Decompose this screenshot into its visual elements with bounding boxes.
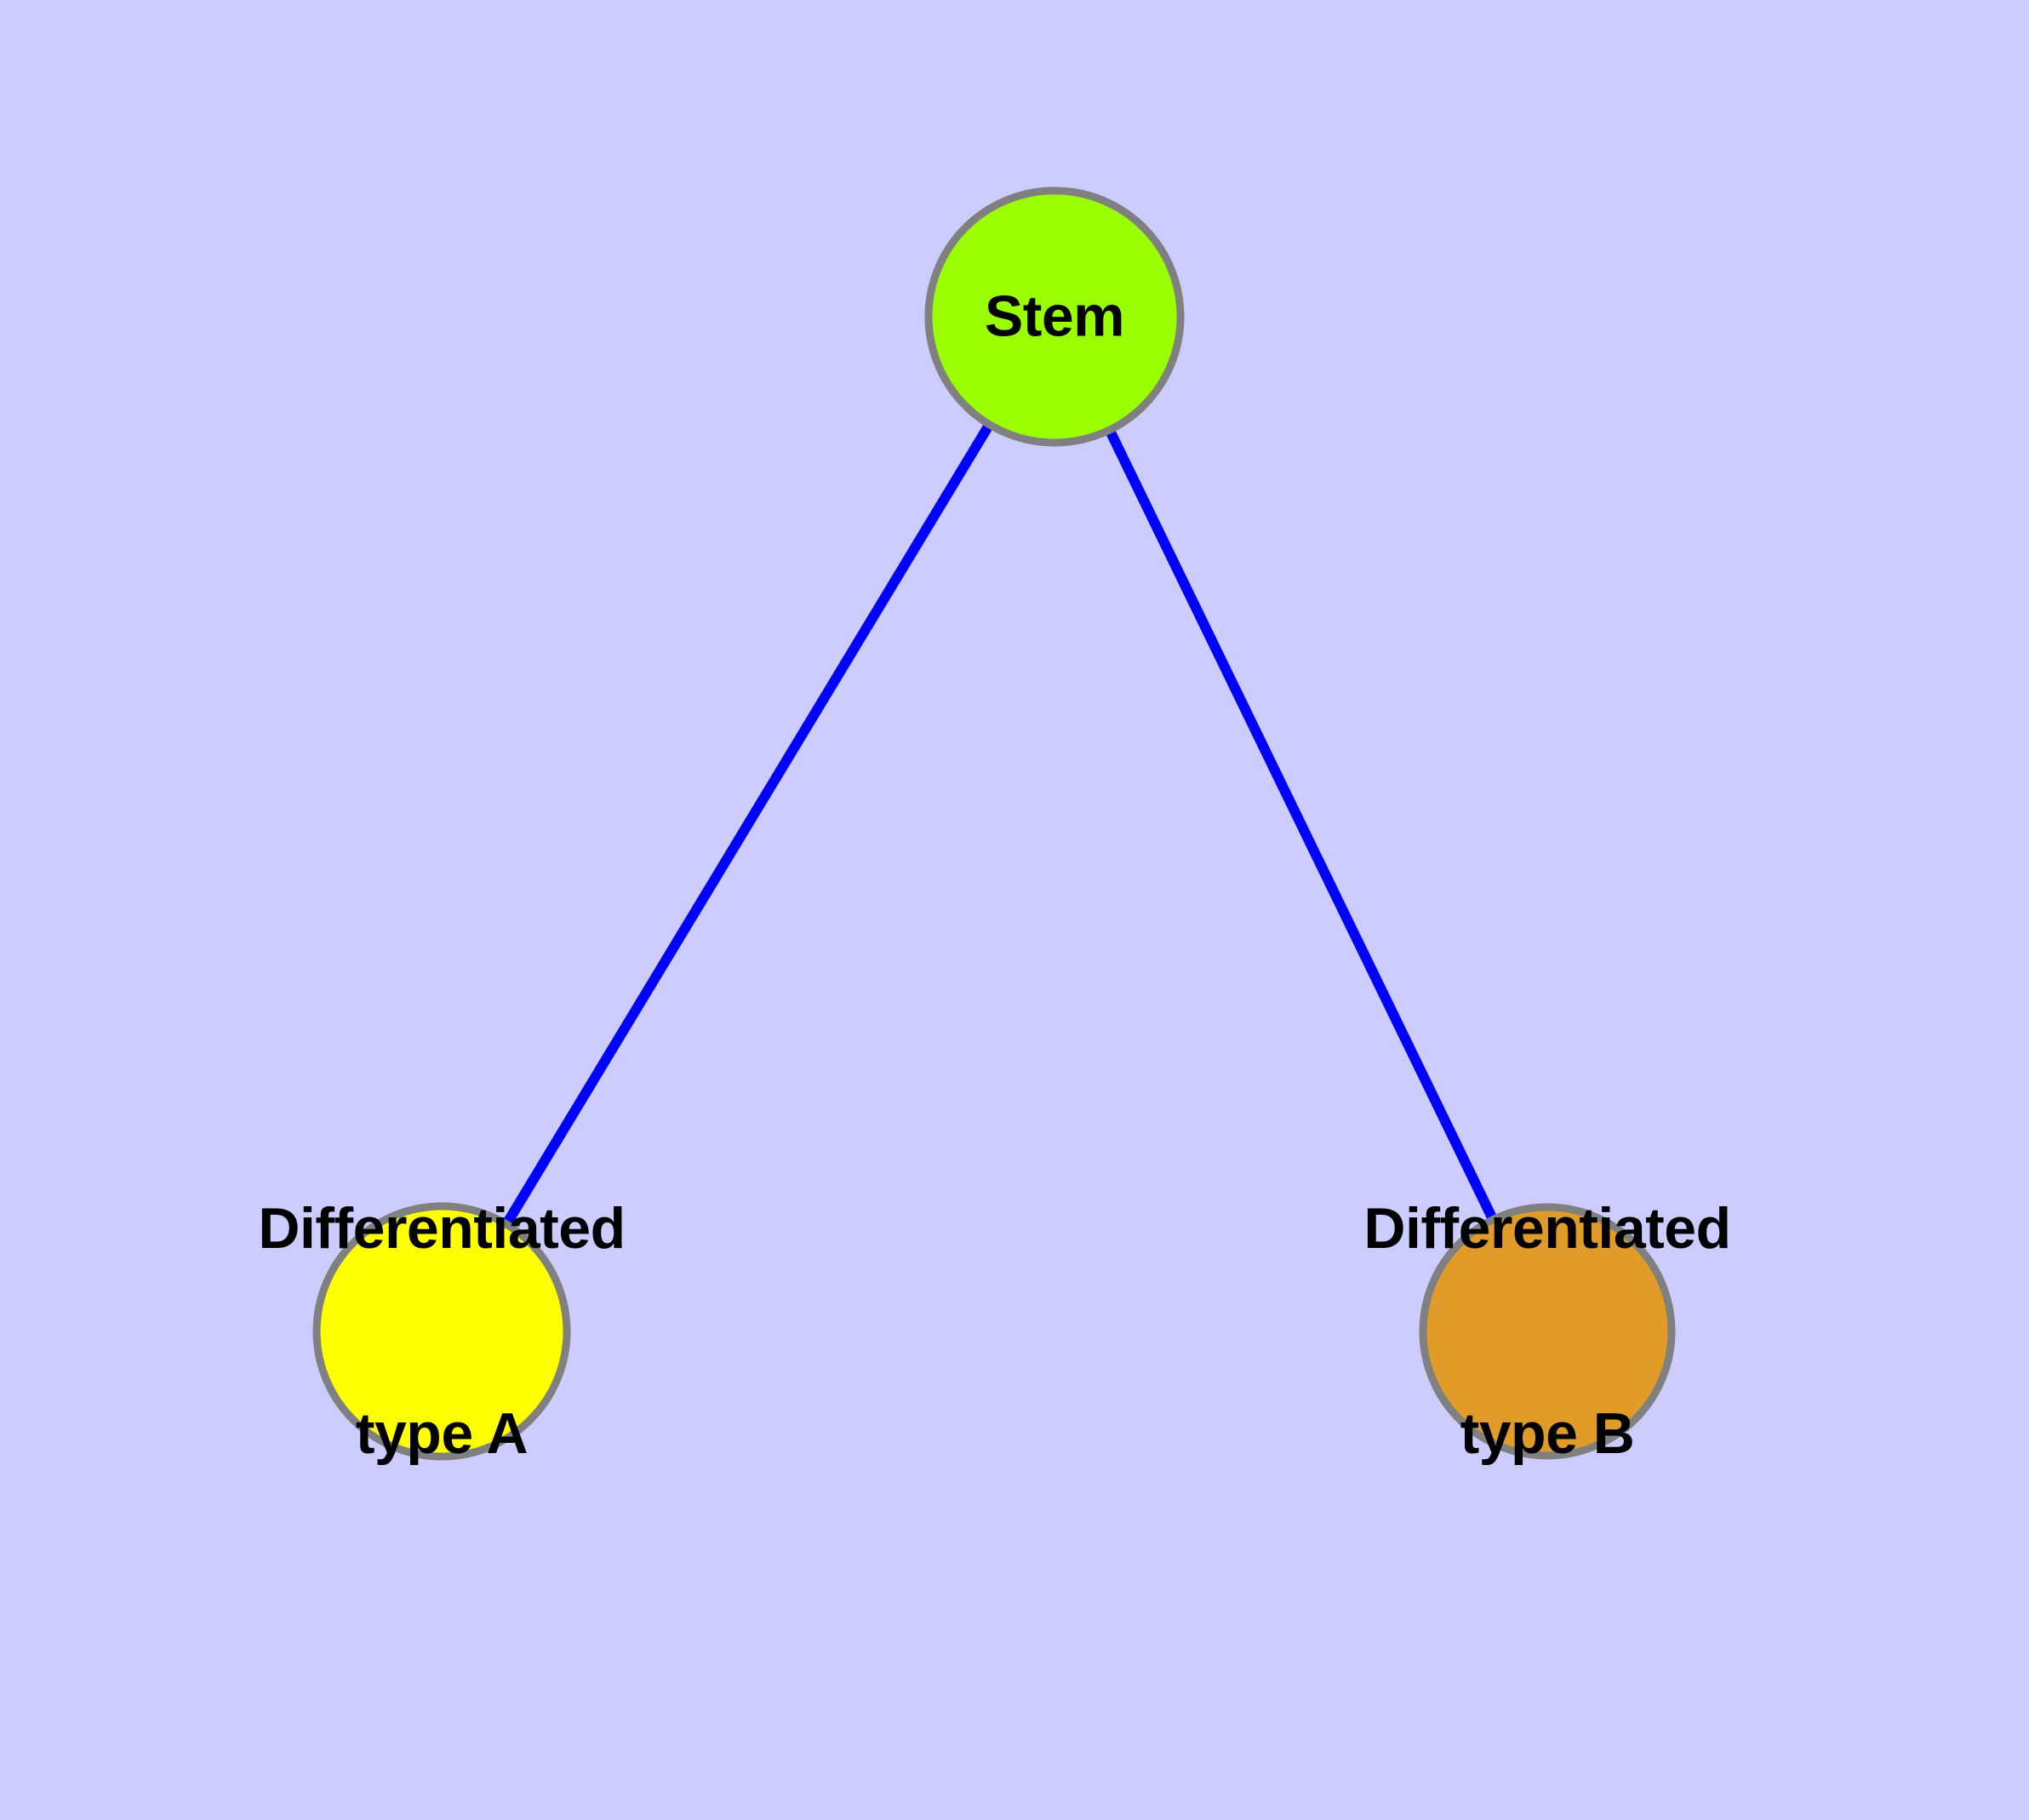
node-differentiated-type-b[interactable] <box>1419 1203 1676 1460</box>
node-differentiated-type-a[interactable] <box>312 1202 571 1461</box>
edge-layer <box>503 425 1496 1224</box>
node-stem[interactable] <box>924 186 1185 447</box>
node-layer <box>312 186 1676 1461</box>
edge-stem-to-differentiated-type-a <box>503 425 992 1224</box>
edge-stem-to-differentiated-type-b <box>1106 431 1496 1219</box>
